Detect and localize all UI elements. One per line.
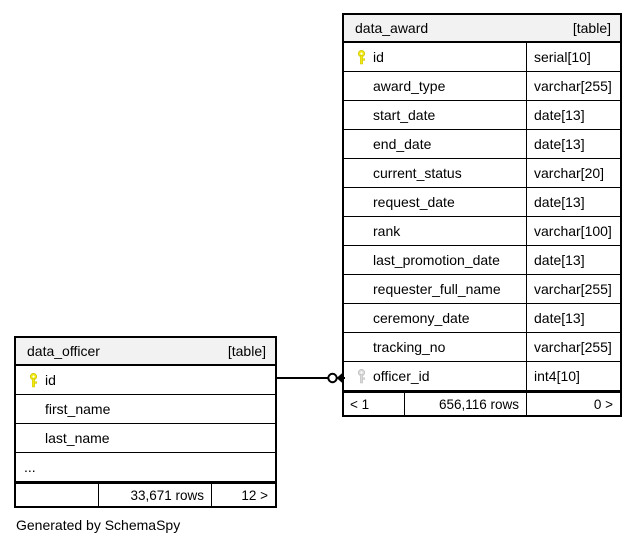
- column-type: varchar[255]: [526, 333, 620, 361]
- table-kind-label: [table]: [227, 343, 266, 359]
- table-name: data_award: [355, 20, 429, 36]
- column-name-cell: last_name: [16, 424, 275, 452]
- column-row-requester-full-name[interactable]: requester_full_name varchar[255]: [344, 275, 620, 304]
- column-row-request-date[interactable]: request_date date[13]: [344, 188, 620, 217]
- column-type: date[13]: [526, 130, 620, 158]
- column-type: date[13]: [526, 101, 620, 129]
- table-kind-label: [table]: [572, 20, 611, 36]
- column-row-tracking-no[interactable]: tracking_no varchar[255]: [344, 333, 620, 362]
- footer-parents-count[interactable]: < 1: [350, 396, 370, 412]
- column-name-cell: officer_id: [344, 362, 526, 390]
- column-name-cell: end_date: [344, 130, 526, 158]
- column-name: tracking_no: [373, 339, 446, 355]
- column-row-first-name[interactable]: first_name: [16, 395, 275, 424]
- column-row-award-type[interactable]: award_type varchar[255]: [344, 72, 620, 101]
- column-row-current-status[interactable]: current_status varchar[20]: [344, 159, 620, 188]
- column-type: varchar[255]: [526, 72, 620, 100]
- generator-caption: Generated by SchemaSpy: [16, 517, 181, 533]
- column-name-cell: ...: [16, 453, 275, 481]
- er-table-data-award[interactable]: data_award [table] id serial[10]: [342, 13, 622, 417]
- column-row-more-columns[interactable]: ...: [16, 453, 275, 482]
- column-name: requester_full_name: [373, 281, 501, 297]
- column-type: int4[10]: [526, 362, 620, 390]
- column-name-cell: start_date: [344, 101, 526, 129]
- column-type: varchar[20]: [526, 159, 620, 187]
- column-name: request_date: [373, 194, 455, 210]
- er-table-footer-data-officer: 33,671 rows 12 >: [16, 482, 275, 506]
- column-name-cell: requester_full_name: [344, 275, 526, 303]
- column-name-cell: first_name: [16, 395, 275, 423]
- column-name: current_status: [373, 165, 462, 181]
- column-name-cell: id: [16, 366, 275, 394]
- column-type: date[13]: [526, 304, 620, 332]
- column-name-cell: current_status: [344, 159, 526, 187]
- column-name: last_name: [45, 430, 110, 446]
- column-row-rank[interactable]: rank varchar[100]: [344, 217, 620, 246]
- column-row-ceremony-date[interactable]: ceremony_date date[13]: [344, 304, 620, 333]
- er-table-footer-data-award: < 1 656,116 rows 0 >: [344, 391, 620, 415]
- column-name: officer_id: [373, 368, 430, 384]
- column-row-last-name[interactable]: last_name: [16, 424, 275, 453]
- column-name-cell: request_date: [344, 188, 526, 216]
- column-row-start-date[interactable]: start_date date[13]: [344, 101, 620, 130]
- column-name-cell: ceremony_date: [344, 304, 526, 332]
- key-icon-primary: [352, 49, 371, 65]
- column-type: serial[10]: [526, 43, 620, 71]
- column-name: ceremony_date: [373, 310, 470, 326]
- column-type: varchar[255]: [526, 275, 620, 303]
- column-row-end-date[interactable]: end_date date[13]: [344, 130, 620, 159]
- footer-children-count[interactable]: 0 >: [526, 393, 620, 415]
- column-name: start_date: [373, 107, 436, 123]
- column-name-cell: award_type: [344, 72, 526, 100]
- column-name-cell: tracking_no: [344, 333, 526, 361]
- relationship-connector-officer-to-award[interactable]: [274, 360, 346, 396]
- footer-row-count: 656,116 rows: [404, 393, 526, 415]
- column-name-cell: id: [344, 43, 526, 71]
- column-row-id[interactable]: id: [16, 366, 275, 395]
- cardinality-crows-foot: [336, 371, 344, 385]
- key-icon-primary: [24, 372, 43, 388]
- column-name: first_name: [45, 401, 111, 417]
- er-table-header-data-officer[interactable]: data_officer [table]: [16, 338, 275, 366]
- column-name-cell: rank: [344, 217, 526, 245]
- column-name-cell: last_promotion_date: [344, 246, 526, 274]
- er-table-header-data-award[interactable]: data_award [table]: [344, 15, 620, 43]
- er-table-data-officer[interactable]: data_officer [table] id fir: [14, 336, 277, 508]
- more-columns-ellipsis: ...: [24, 459, 36, 475]
- column-name: end_date: [373, 136, 432, 152]
- column-name: id: [373, 49, 384, 65]
- column-type: varchar[100]: [526, 217, 620, 245]
- cardinality-zero-or-one-circle: [327, 372, 338, 384]
- footer-children-count[interactable]: 12 >: [211, 484, 275, 506]
- column-row-last-promotion-date[interactable]: last_promotion_date date[13]: [344, 246, 620, 275]
- column-name: rank: [373, 223, 401, 239]
- table-name: data_officer: [27, 343, 100, 359]
- column-type: date[13]: [526, 188, 620, 216]
- column-name: award_type: [373, 78, 446, 94]
- key-icon-foreign: [352, 368, 371, 384]
- column-type: date[13]: [526, 246, 620, 274]
- column-row-id[interactable]: id serial[10]: [344, 43, 620, 72]
- footer-row-count: 33,671 rows: [98, 484, 211, 506]
- column-name: last_promotion_date: [373, 252, 500, 268]
- column-name: id: [45, 372, 56, 388]
- column-row-officer-id[interactable]: officer_id int4[10]: [344, 362, 620, 391]
- footer-parents-count[interactable]: [16, 484, 98, 506]
